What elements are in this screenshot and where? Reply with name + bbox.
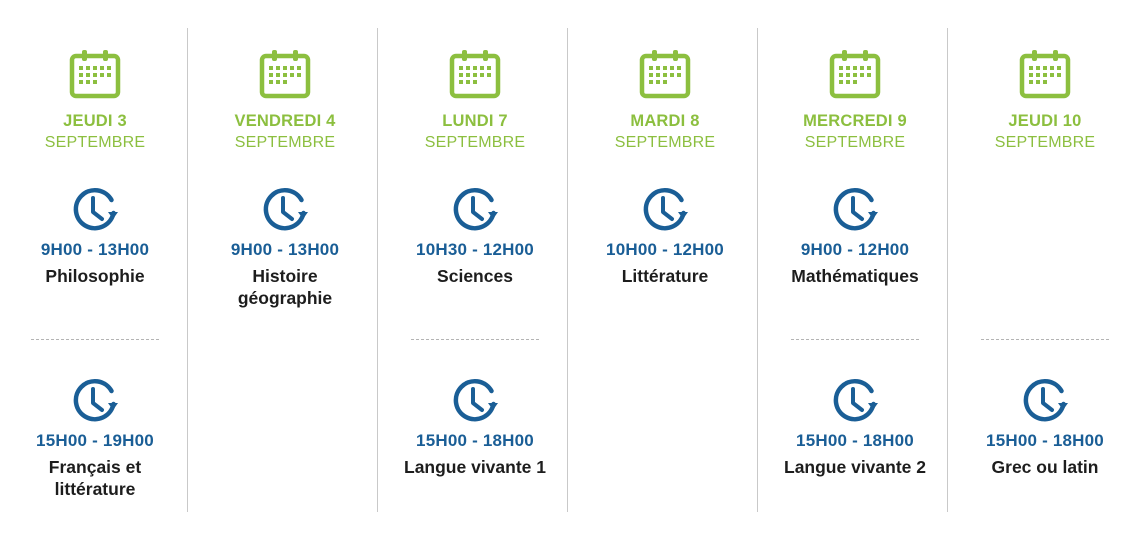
day-title: VENDREDI 4 bbox=[234, 112, 336, 130]
session-subject: Français et littérature bbox=[48, 457, 142, 499]
exam-session: 15H00 - 18H00 Langue vivante 2 bbox=[760, 377, 950, 478]
exam-session: 10H00 - 12H00 Littérature bbox=[570, 186, 760, 287]
exam-session: 15H00 - 18H00 Grec ou latin bbox=[950, 377, 1140, 478]
session-separator bbox=[981, 339, 1109, 340]
day-month: SEPTEMBRE bbox=[994, 134, 1096, 151]
day-title: JEUDI 3 bbox=[63, 112, 127, 130]
session-subject: Sciences bbox=[437, 266, 513, 286]
column-divider bbox=[757, 28, 758, 512]
day-title: JEUDI 10 bbox=[1008, 112, 1082, 130]
day-month: SEPTEMBRE bbox=[44, 134, 146, 151]
clock-icon bbox=[833, 187, 878, 231]
day-title: MERCREDI 9 bbox=[803, 112, 907, 130]
day-column: JEUDI 10 SEPTEMBRE 15H00 - 18H00 Grec ou… bbox=[947, 0, 1140, 540]
session-subject: Langue vivante 2 bbox=[784, 457, 926, 477]
exam-session: 9H00 - 13H00 Histoire géographie bbox=[190, 186, 380, 309]
day-title: MARDI 8 bbox=[630, 112, 700, 130]
clock-icon bbox=[643, 187, 688, 231]
session-subject: Histoire géographie bbox=[237, 266, 333, 308]
day-month: SEPTEMBRE bbox=[804, 134, 906, 151]
calendar-icon bbox=[1019, 50, 1071, 99]
day-column: MERCREDI 9 SEPTEMBRE 9H00 - 12H00 Mathém… bbox=[757, 0, 950, 540]
clock-icon bbox=[1023, 378, 1068, 422]
session-subject: Grec ou latin bbox=[991, 457, 1099, 477]
clock-icon bbox=[833, 378, 878, 422]
session-time: 9H00 - 13H00 bbox=[40, 240, 150, 259]
clock-icon bbox=[73, 378, 118, 422]
session-subject: Mathématiques bbox=[791, 266, 919, 286]
column-divider bbox=[567, 28, 568, 512]
session-time: 10H00 - 12H00 bbox=[606, 240, 724, 259]
clock-icon bbox=[453, 187, 498, 231]
day-title: LUNDI 7 bbox=[442, 112, 508, 130]
exam-session: 15H00 - 19H00 Français et littérature bbox=[0, 377, 190, 500]
calendar-icon bbox=[69, 50, 121, 99]
column-divider bbox=[377, 28, 378, 512]
session-time: 15H00 - 18H00 bbox=[416, 431, 534, 450]
calendar-icon bbox=[449, 50, 501, 99]
session-time: 15H00 - 19H00 bbox=[36, 431, 154, 450]
day-column: VENDREDI 4 SEPTEMBRE 9H00 - 13H00 Histoi… bbox=[187, 0, 380, 540]
session-subject: Philosophie bbox=[45, 266, 145, 286]
session-subject: Langue vivante 1 bbox=[404, 457, 546, 477]
exam-session: 9H00 - 12H00 Mathématiques bbox=[760, 186, 950, 287]
session-separator bbox=[411, 339, 539, 340]
column-divider bbox=[187, 28, 188, 512]
session-time: 10H30 - 12H00 bbox=[416, 240, 534, 259]
day-month: SEPTEMBRE bbox=[424, 134, 526, 151]
calendar-icon bbox=[639, 50, 691, 99]
session-separator bbox=[31, 339, 159, 340]
calendar-icon bbox=[259, 50, 311, 99]
calendar-icon bbox=[829, 50, 881, 99]
session-time: 15H00 - 18H00 bbox=[986, 431, 1104, 450]
clock-icon bbox=[73, 187, 118, 231]
exam-session: 15H00 - 18H00 Langue vivante 1 bbox=[380, 377, 570, 478]
session-time: 9H00 - 13H00 bbox=[230, 240, 340, 259]
session-time: 9H00 - 12H00 bbox=[800, 240, 910, 259]
session-subject: Littérature bbox=[621, 266, 709, 286]
day-column: MARDI 8 SEPTEMBRE 10H00 - 12H00 Littérat… bbox=[567, 0, 760, 540]
session-separator bbox=[791, 339, 919, 340]
exam-session: 10H30 - 12H00 Sciences bbox=[380, 186, 570, 287]
session-time: 15H00 - 18H00 bbox=[796, 431, 914, 450]
day-month: SEPTEMBRE bbox=[234, 134, 336, 151]
day-column: LUNDI 7 SEPTEMBRE 10H30 - 12H00 Sciences… bbox=[377, 0, 570, 540]
day-column: JEUDI 3 SEPTEMBRE 9H00 - 13H00 Philosoph… bbox=[0, 0, 190, 540]
exam-session: 9H00 - 13H00 Philosophie bbox=[0, 186, 190, 287]
clock-icon bbox=[453, 378, 498, 422]
clock-icon bbox=[263, 187, 308, 231]
day-month: SEPTEMBRE bbox=[614, 134, 716, 151]
column-divider bbox=[947, 28, 948, 512]
